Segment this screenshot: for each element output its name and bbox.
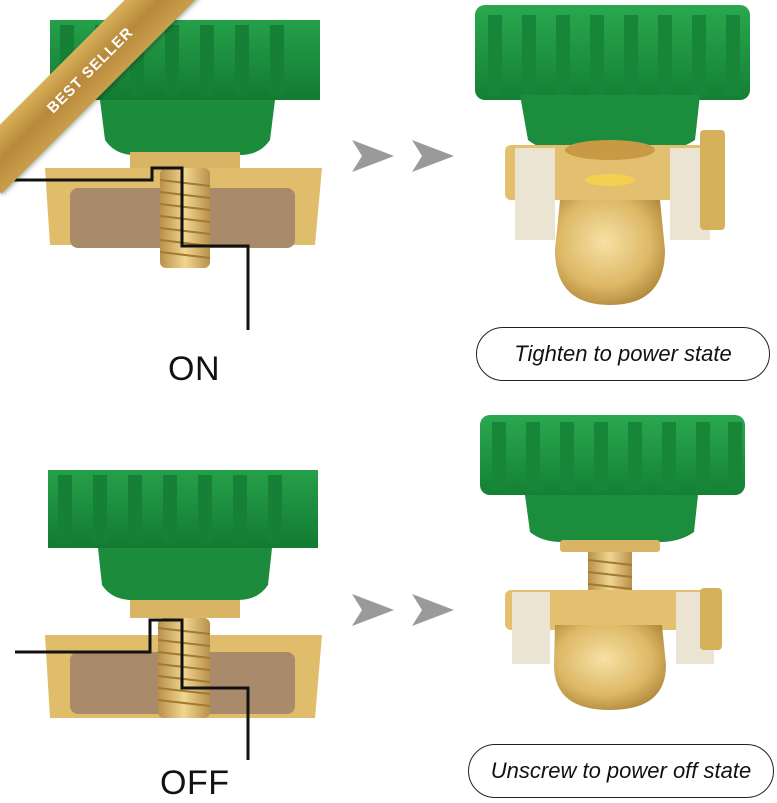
tightened-switch-image (475, 5, 750, 305)
unscrew-caption: Unscrew to power off state (468, 744, 774, 798)
chevron-right-icon (352, 594, 394, 626)
chevron-right-icon (352, 140, 394, 172)
chevron-right-icon (412, 140, 454, 172)
off-cross-section-image (15, 470, 322, 760)
on-cross-section-image (0, 20, 322, 330)
tighten-caption: Tighten to power state (476, 327, 770, 381)
chevron-right-icon (412, 594, 454, 626)
best-seller-text: BEST SELLER (0, 0, 214, 194)
unscrewed-switch-image (480, 415, 745, 710)
off-state-label: OFF (160, 764, 230, 802)
on-state-label: ON (168, 350, 220, 388)
best-seller-ribbon: BEST SELLER (0, 0, 230, 230)
